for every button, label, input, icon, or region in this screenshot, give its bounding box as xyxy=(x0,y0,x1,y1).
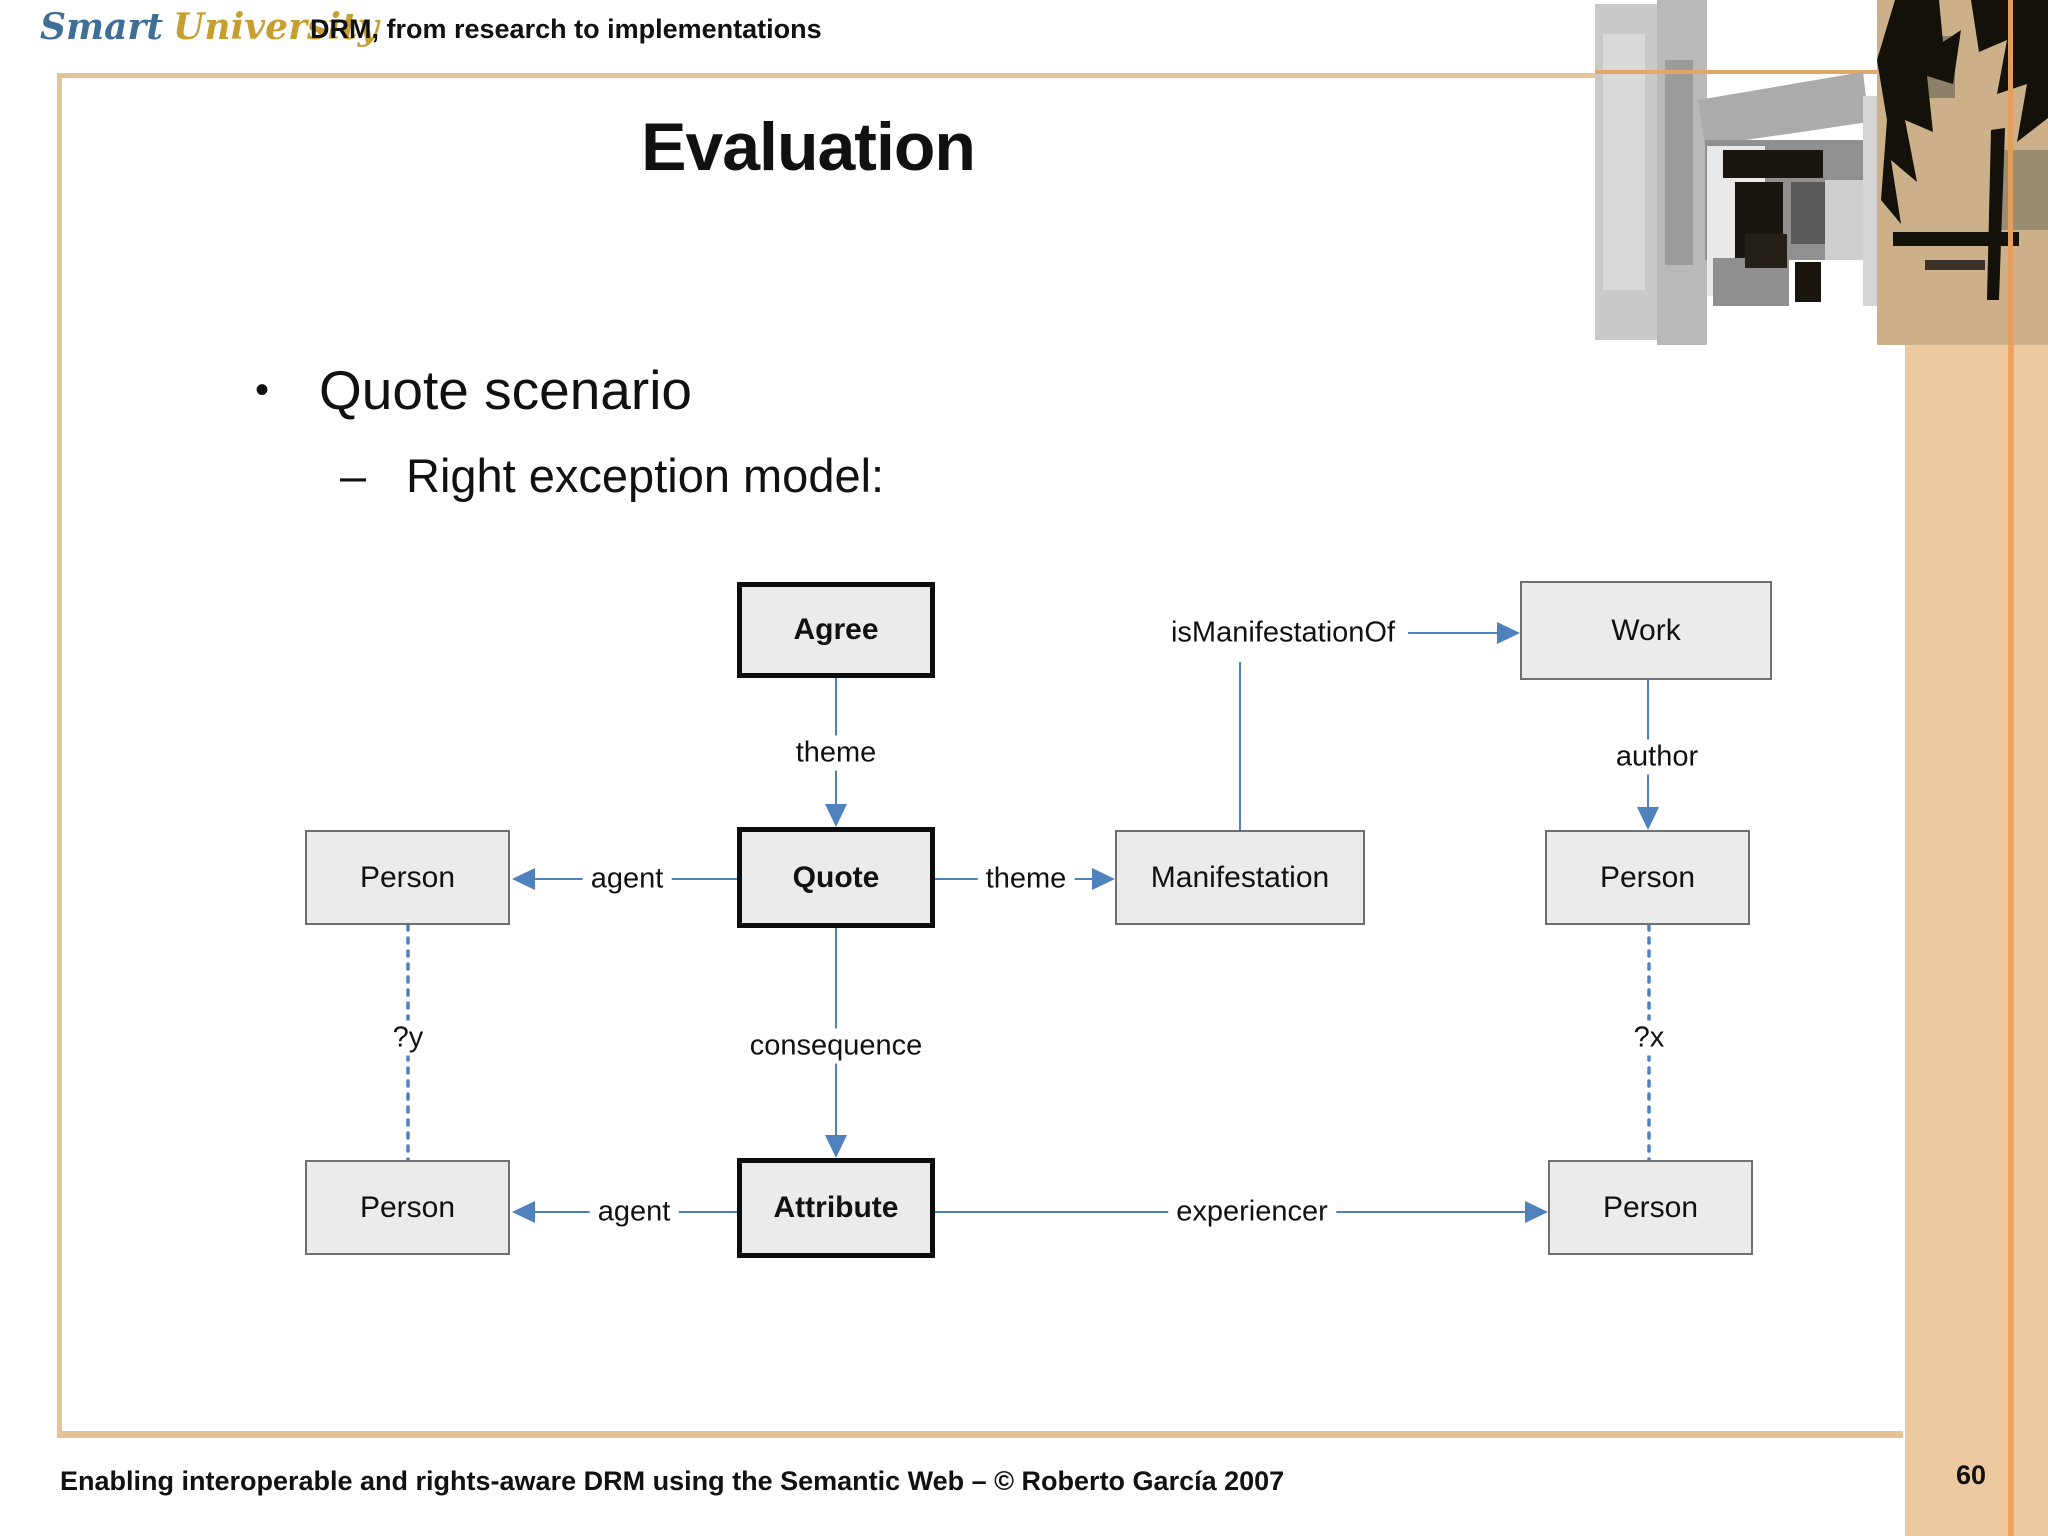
node-attribute: Attribute xyxy=(737,1158,935,1258)
logo-word-smart: Smart xyxy=(40,6,164,48)
slide-title: Evaluation xyxy=(641,109,976,185)
edge-label-agree-theme-quote: theme xyxy=(787,735,885,771)
sub-bullet-text: Right exception model: xyxy=(406,449,885,502)
node-agree: Agree xyxy=(737,582,935,678)
sub-bullet-item: –Right exception model: xyxy=(340,448,884,503)
node-person-mid-left: Person xyxy=(305,830,510,925)
node-person-bottom-left: Person xyxy=(305,1160,510,1255)
edge-label-attribute-agent-person: agent xyxy=(589,1194,679,1230)
campus-photo-collage xyxy=(1595,0,2048,345)
node-quote: Quote xyxy=(737,827,935,928)
header-tagline: DRM, from research to implementations xyxy=(310,14,822,44)
bullet-marker: • xyxy=(255,368,270,412)
bullet-text: Quote scenario xyxy=(319,359,692,421)
edge-label-person-y-binding: ?y xyxy=(384,1020,432,1056)
node-person-bottom-right: Person xyxy=(1548,1160,1753,1255)
footer-text: Enabling interoperable and rights-aware … xyxy=(60,1466,1285,1496)
node-manifestation: Manifestation xyxy=(1115,830,1365,925)
edge-label-quote-consequence-attribute: consequence xyxy=(741,1028,931,1064)
page-number: 60 xyxy=(1956,1460,1987,1490)
edge-label-attribute-experiencer-person: experiencer xyxy=(1168,1194,1336,1230)
node-person-mid-right: Person xyxy=(1545,830,1750,925)
edge-label-work-author-person: author xyxy=(1607,739,1707,775)
node-work: Work xyxy=(1520,581,1772,680)
right-accent-band-stripe xyxy=(2008,0,2014,1536)
sub-bullet-marker: – xyxy=(340,449,367,502)
edge-label-quote-agent-person: agent xyxy=(582,861,672,897)
slide-border-frame xyxy=(57,73,1903,1438)
logo-word-university: University xyxy=(173,6,379,48)
bullet-item: • Quote scenario xyxy=(255,358,692,422)
edge-label-person-x-binding: ?x xyxy=(1625,1020,1673,1056)
edge-label-manifestation-ismanifestationof-work: isManifestationOf xyxy=(1162,615,1404,651)
edge-label-quote-theme-manifestation: theme xyxy=(977,861,1075,897)
